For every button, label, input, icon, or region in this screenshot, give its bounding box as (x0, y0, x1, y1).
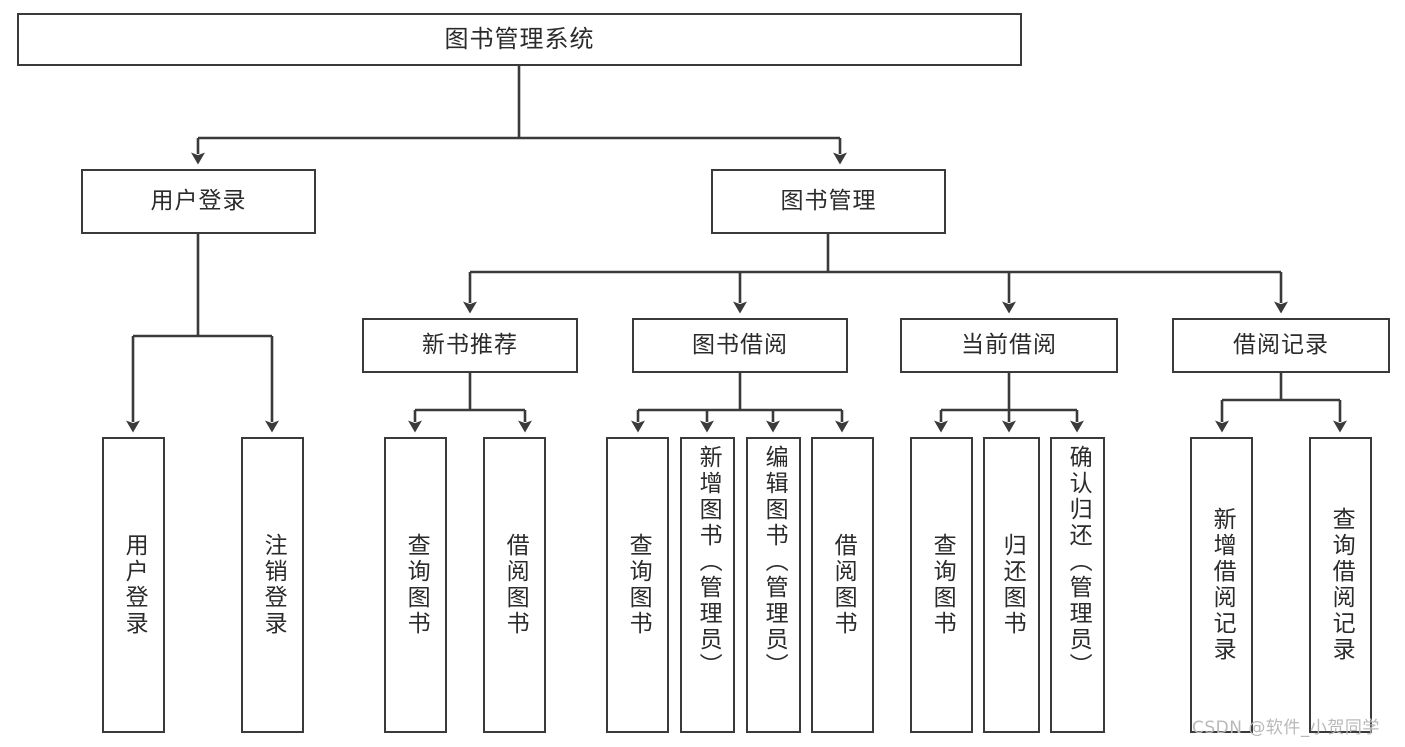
leaf-query-book-recommend[interactable]: 查询图书 (384, 437, 447, 733)
node-label: 注销登录 (260, 533, 287, 637)
leaf-query-borrow-record[interactable]: 查询借阅记录 (1309, 437, 1372, 733)
leaf-add-borrow-record[interactable]: 新增借阅记录 (1190, 437, 1253, 733)
node-label: 查询图书 (403, 533, 430, 637)
csdn-watermark: CSDN @软件_小贺同学 (1192, 718, 1380, 738)
node-label: 图书借阅 (692, 331, 788, 358)
node-root-book-management-system[interactable]: 图书管理系统 (17, 13, 1022, 66)
node-label: 用户登录 (150, 187, 247, 214)
node-label: 借阅图书 (830, 533, 857, 637)
node-borrow-record[interactable]: 借阅记录 (1172, 318, 1390, 373)
node-label: 图书管理系统 (444, 25, 595, 54)
leaf-return-book[interactable]: 归还图书 (983, 437, 1040, 733)
leaf-add-book-admin[interactable]: 新增图书（管理员） (680, 437, 735, 733)
leaf-edit-book-admin[interactable]: 编辑图书（管理员） (746, 437, 801, 733)
node-label: 确认归还（管理员） (1065, 445, 1092, 679)
node-user-login[interactable]: 用户登录 (81, 169, 316, 234)
node-label: 用户登录 (121, 533, 148, 637)
node-label: 新书推荐 (422, 331, 518, 358)
leaf-borrow-book-recommend[interactable]: 借阅图书 (483, 437, 546, 733)
node-label: 归还图书 (999, 533, 1026, 637)
node-label: 查询图书 (625, 533, 652, 637)
leaf-logout-login[interactable]: 注销登录 (241, 437, 304, 733)
node-label: 查询图书 (929, 533, 956, 637)
node-book-management[interactable]: 图书管理 (711, 169, 946, 234)
leaf-query-book-borrow[interactable]: 查询图书 (606, 437, 669, 733)
node-book-borrow[interactable]: 图书借阅 (632, 318, 848, 373)
node-label: 编辑图书（管理员） (761, 445, 788, 679)
node-label: 新增图书（管理员） (695, 445, 722, 679)
node-label: 借阅图书 (502, 533, 529, 637)
leaf-user-login[interactable]: 用户登录 (102, 437, 165, 733)
node-label: 新增借阅记录 (1209, 507, 1236, 663)
node-label: 图书管理 (780, 187, 877, 214)
node-label: 借阅记录 (1233, 331, 1329, 358)
node-label: 当前借阅 (961, 331, 1057, 358)
node-current-borrow[interactable]: 当前借阅 (900, 318, 1118, 373)
node-label: 查询借阅记录 (1328, 507, 1355, 663)
leaf-query-book-current[interactable]: 查询图书 (910, 437, 973, 733)
node-new-book-recommend[interactable]: 新书推荐 (362, 318, 578, 373)
leaf-confirm-return-admin[interactable]: 确认归还（管理员） (1050, 437, 1105, 733)
leaf-borrow-book[interactable]: 借阅图书 (811, 437, 874, 733)
